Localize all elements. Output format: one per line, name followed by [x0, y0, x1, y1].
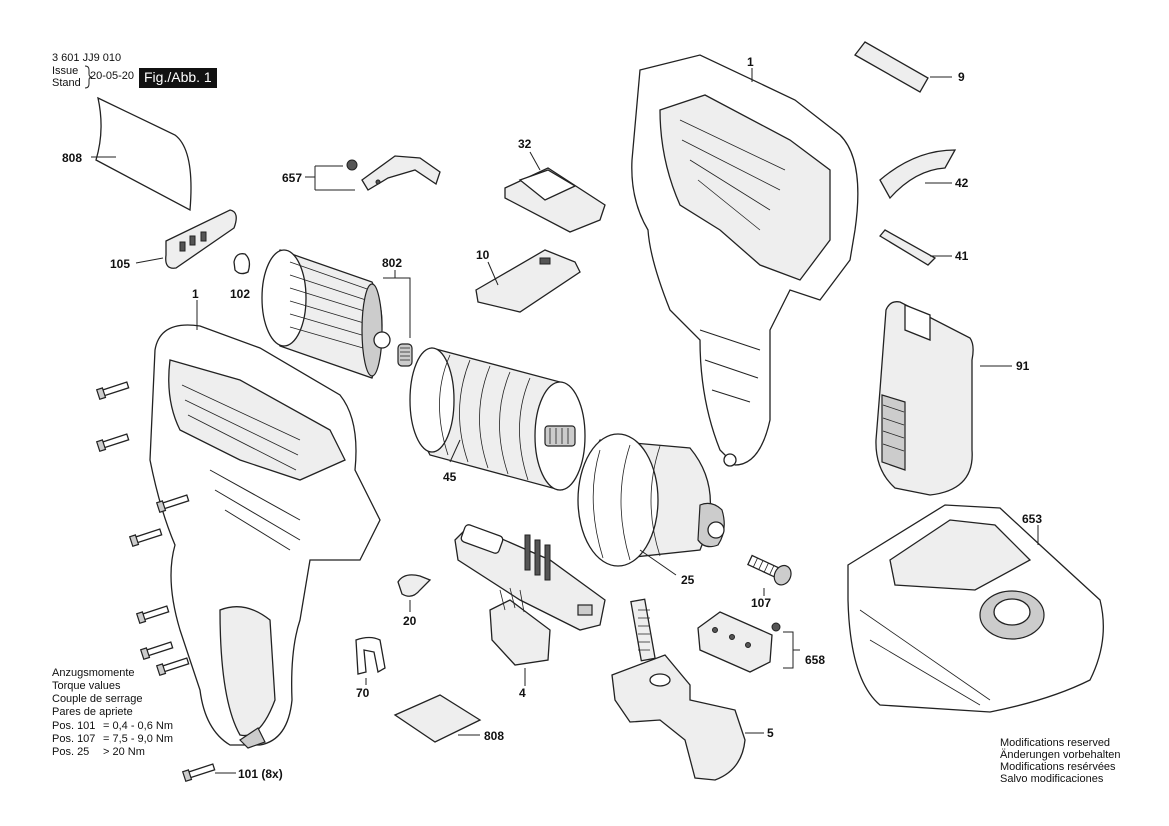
doc-number: 3 601 JJ9 010	[52, 52, 122, 64]
part-label-4: 4	[519, 686, 526, 700]
motor-802	[261, 249, 411, 379]
figure-label: Fig./Abb. 1	[139, 68, 217, 88]
torque-pos: Pos. 25	[52, 746, 90, 758]
part-label-808-top: 808	[62, 151, 83, 165]
cover-plate-105	[135, 209, 237, 269]
part-label-653: 653	[1022, 512, 1043, 526]
cap-102	[233, 253, 251, 275]
part-label-107: 107	[751, 596, 772, 610]
part-label-41: 41	[955, 249, 969, 263]
part-label-658: 658	[805, 653, 826, 667]
label-42	[879, 149, 957, 200]
chuck-25	[577, 433, 725, 576]
part-label-105: 105	[110, 257, 131, 271]
part-label-102: 102	[230, 287, 251, 301]
label-strip-9	[854, 41, 952, 93]
battery-91	[875, 301, 1012, 496]
part-label-91: 91	[1016, 359, 1030, 373]
switch-slider-32	[504, 151, 606, 233]
housing-half-1-right	[631, 54, 859, 467]
screw-107	[747, 554, 792, 596]
notice-en: Modifications reserved	[1000, 737, 1111, 749]
screws-101	[95, 381, 236, 783]
bracket-657	[305, 155, 441, 191]
part-label-70: 70	[356, 686, 370, 700]
part-label-802: 802	[382, 256, 403, 270]
part-label-32: 32	[518, 137, 532, 151]
clip-70	[355, 636, 386, 685]
part-label-101: 101 (8x)	[238, 767, 283, 781]
part-label-1-left: 1	[192, 287, 199, 301]
torque-value: = 7,5 - 9,0 Nm	[103, 733, 174, 745]
part-20	[397, 574, 432, 612]
label-sheet-808-bottom	[393, 694, 482, 743]
issue-label: Issue	[52, 65, 79, 77]
pinion	[397, 343, 413, 367]
header-brace	[84, 65, 93, 89]
part-label-45: 45	[443, 470, 457, 484]
notice-de: Änderungen vorbehalten	[1000, 749, 1121, 761]
torque-heading-fr: Couple de serrage	[52, 693, 143, 705]
part-label-42: 42	[955, 176, 969, 190]
issue-date: 20-05-20	[90, 70, 135, 82]
torque-heading-en: Torque values	[52, 680, 121, 692]
part-label-5: 5	[767, 726, 774, 740]
electronic-module-4	[454, 524, 606, 686]
part-label-657: 657	[282, 171, 303, 185]
part-label-25: 25	[681, 573, 695, 587]
part-label-20: 20	[403, 614, 417, 628]
notice-fr: Modifications resérvées	[1000, 761, 1116, 773]
charger-653	[847, 504, 1104, 713]
torque-pos: Pos. 107	[52, 733, 96, 745]
torque-heading-es: Pares de apriete	[52, 706, 133, 718]
trigger-switch-5	[611, 598, 764, 781]
switch-parts-658	[697, 611, 800, 673]
slider-10	[475, 249, 581, 313]
notice-es: Salvo modificaciones	[1000, 773, 1104, 785]
stand-label: Stand	[52, 77, 81, 89]
housing-half-1-left	[149, 300, 381, 749]
torque-heading-de: Anzugsmomente	[52, 667, 135, 679]
label-sheet-808-top	[91, 96, 192, 212]
gearbox-45	[409, 347, 586, 491]
part-label-9: 9	[958, 70, 965, 84]
part-label-1-top: 1	[747, 55, 754, 69]
torque-value: = 0,4 - 0,6 Nm	[103, 720, 174, 732]
part-label-10: 10	[476, 248, 490, 262]
part-label-808-bottom: 808	[484, 729, 505, 743]
torque-pos: Pos. 101	[52, 720, 96, 732]
label-41	[879, 229, 952, 266]
torque-value: > 20 Nm	[103, 746, 145, 758]
